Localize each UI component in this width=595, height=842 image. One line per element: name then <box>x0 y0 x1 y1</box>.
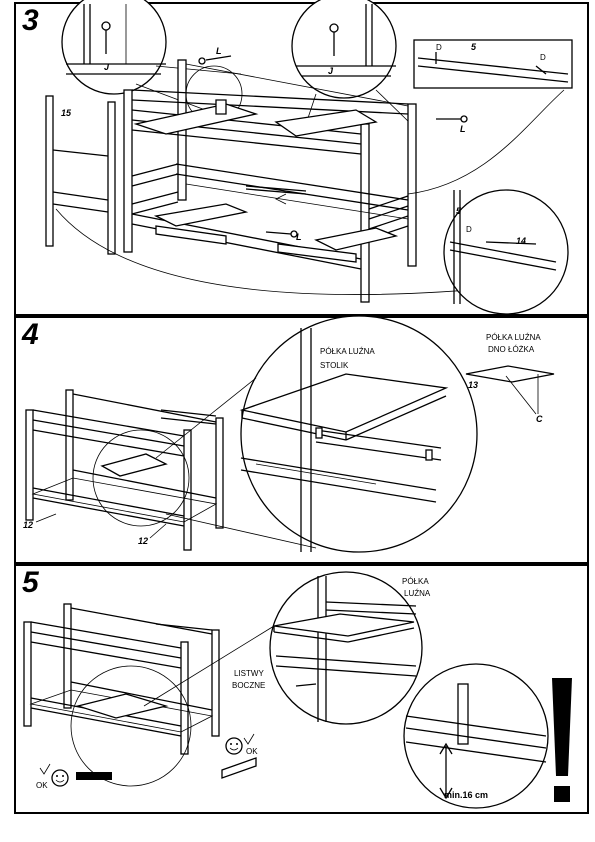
detail-circle-shelf <box>239 315 478 553</box>
part-number-12: 12 <box>23 520 33 530</box>
end-panel-15 <box>45 95 116 255</box>
step-number: 5 <box>22 566 39 599</box>
min-height-label: min.16 cm <box>444 790 488 800</box>
ok-label: OK <box>36 781 48 790</box>
loose-label-line-2: DNO ŁÓŻKA <box>488 345 535 354</box>
step-3-illustration: J J L 15 <box>45 0 573 315</box>
detail-circle-bolt-1 <box>61 0 167 95</box>
step-3-panel: 3 J J <box>14 0 589 316</box>
smiley-icon <box>225 733 255 755</box>
detail-circle-height <box>403 663 549 809</box>
step-5-illustration: OK OK PÓŁKA LUŹNA LISTW <box>23 571 572 809</box>
detail-circle-bolt-2 <box>291 0 397 99</box>
shelf-label-line-1: PÓŁKA LUŹNA <box>320 347 375 356</box>
bolt-icon <box>198 55 232 65</box>
smiley-icon <box>39 763 69 787</box>
letter-l: L <box>216 46 222 56</box>
side-rails-label-line-1: LISTWY <box>234 669 264 678</box>
detail-circle-rail <box>443 189 569 315</box>
detail-circle-loose-shelf <box>269 571 423 725</box>
step-number: 3 <box>22 4 39 37</box>
letter-d: D <box>466 225 472 234</box>
part-number-14: 14 <box>516 236 526 246</box>
part-number-5: 5 <box>471 42 477 52</box>
letter-j: J <box>104 62 110 72</box>
shelf-label-line-2: STOLIK <box>320 361 349 370</box>
part-number-5: 5 <box>456 206 462 216</box>
step-4-illustration: 12 12 PÓŁKA LUŹNA STOLIK <box>23 315 555 553</box>
loose-shelf <box>100 453 168 477</box>
ok-label: OK <box>246 747 258 756</box>
letter-d: D <box>436 43 442 52</box>
step-number: 4 <box>22 318 39 351</box>
letter-l: L <box>460 124 466 134</box>
warning-exclamation-icon <box>552 678 572 802</box>
part-number-13: 13 <box>468 380 478 390</box>
side-rails-label-line-2: BOCZNE <box>232 681 265 690</box>
letter-l: L <box>296 232 302 242</box>
letter-d: D <box>540 53 546 62</box>
side-rail <box>155 99 357 263</box>
step-5-panel: 5 OK <box>14 564 589 814</box>
loose-shelf-bottom <box>465 365 555 415</box>
letter-j: J <box>328 66 334 76</box>
side-rail <box>221 757 257 779</box>
loose-label-line-1: PÓŁKA LUŹNA <box>486 333 541 342</box>
part-number-12: 12 <box>138 536 148 546</box>
side-rail <box>76 772 112 780</box>
shelf-label-line-1: PÓŁKA <box>402 577 429 586</box>
step-4-panel: 4 12 12 <box>14 315 589 564</box>
letter-c: C <box>536 414 543 424</box>
shelf-label-line-2: LUŹNA <box>404 589 431 598</box>
part-number-15: 15 <box>61 108 72 118</box>
bolt-icon <box>436 115 468 123</box>
detail-box-rail <box>413 39 573 89</box>
bolt-icon <box>265 230 298 238</box>
bunk-bed-frame <box>23 603 220 755</box>
